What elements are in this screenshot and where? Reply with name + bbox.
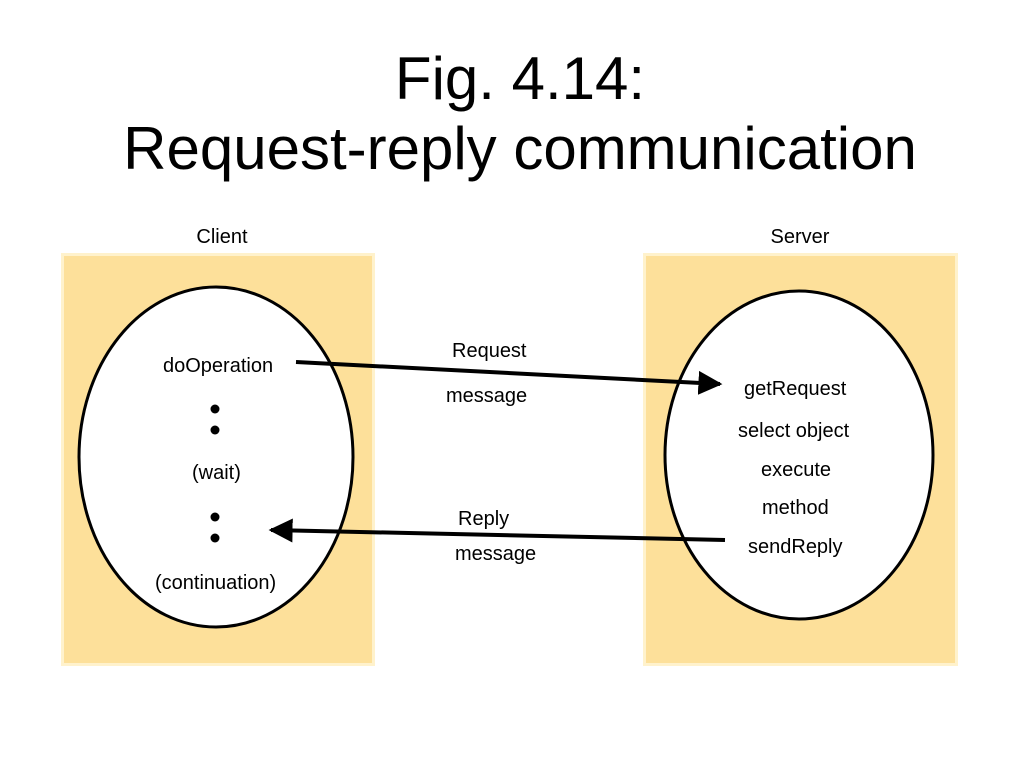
continuation-dot-1: [210, 512, 220, 522]
server-process-ellipse: [663, 289, 935, 621]
continuation-label: (continuation): [155, 572, 277, 594]
do-operation-label: doOperation: [163, 355, 274, 377]
server-step-send-reply: sendReply: [748, 536, 843, 558]
reply-message-line1: Reply: [458, 508, 510, 530]
request-message-line1: Request: [452, 340, 527, 362]
request-message-line2: message: [446, 385, 528, 407]
reply-arrow: [268, 518, 726, 543]
wait-label: (wait): [192, 462, 241, 484]
figure-title: Fig. 4.14: Request-reply communication: [0, 44, 1024, 184]
server-label: Server: [770, 226, 830, 248]
figure-number: Fig. 4.14:: [394, 45, 646, 112]
figure-caption: Request-reply communication: [123, 115, 917, 182]
server-step-execute: execute: [761, 459, 832, 481]
wait-dot-1: [210, 404, 220, 414]
server-step-method: method: [762, 497, 829, 519]
reply-message-line2: message: [455, 543, 537, 565]
server-step-get-request: getRequest: [744, 378, 847, 400]
request-arrow: [295, 360, 723, 395]
server-step-select-object: select object: [738, 420, 850, 442]
wait-dot-2: [210, 425, 220, 435]
continuation-dot-2: [210, 533, 220, 543]
client-label: Client: [196, 226, 248, 248]
